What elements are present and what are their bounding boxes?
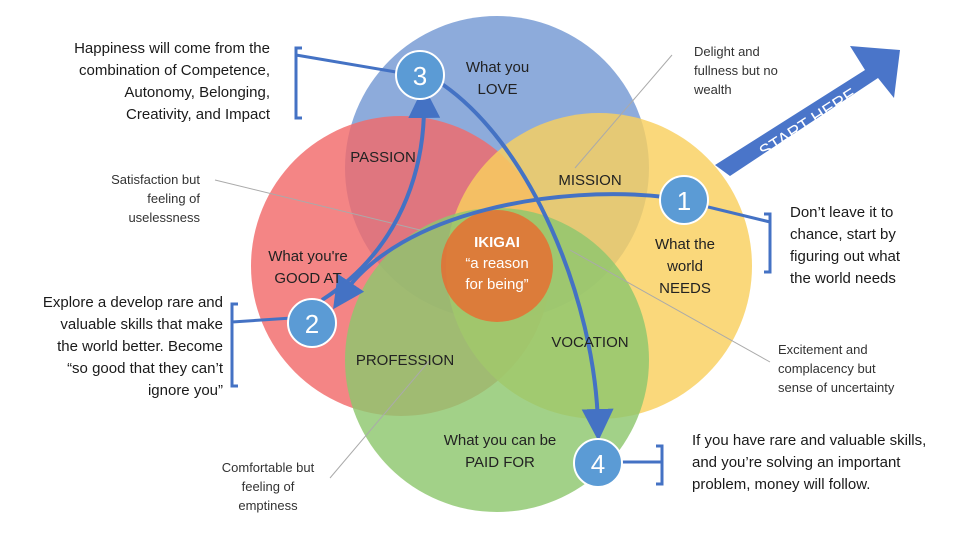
- ikigai-title: IKIGAI: [474, 234, 520, 251]
- leader-comfortable: [329, 359, 431, 479]
- leader-excitement: [569, 249, 771, 363]
- note-line: Delight and: [694, 44, 760, 59]
- label-paid-line1: What you can be: [443, 432, 557, 449]
- label-good-line1: What you're: [268, 248, 348, 265]
- step-4-line: and you’re solving an important: [692, 454, 901, 471]
- arrow-1-to-2: [333, 192, 666, 310]
- note-line: fullness but no: [694, 63, 778, 78]
- badge-2: [287, 298, 337, 348]
- step-4-line: If you have rare and valuable skills,: [692, 432, 927, 449]
- note-excitement: Excitement and complacency but sense of …: [778, 340, 948, 397]
- note-line: wealth: [694, 82, 732, 97]
- ikigai-label: IKIGAI “a reason for being”: [447, 232, 547, 295]
- arrow-2-to-3: [320, 86, 441, 302]
- note-line: feeling of: [147, 191, 200, 206]
- step-3-line: Autonomy, Belonging,: [124, 84, 270, 101]
- label-passion: PASSION: [350, 149, 416, 166]
- note-line: Satisfaction but: [111, 172, 200, 187]
- step-2-line: valuable skills that make: [60, 316, 223, 333]
- arrow-3-to-4: [434, 78, 614, 441]
- note-line: emptiness: [238, 498, 298, 513]
- step-3-line: Happiness will come from the: [74, 40, 270, 57]
- badge-3: [395, 50, 445, 100]
- label-mission: MISSION: [558, 172, 622, 189]
- step-2-line: ignore you”: [147, 382, 223, 399]
- label-love: What you LOVE: [440, 57, 555, 101]
- bracket-step-4: [622, 444, 664, 486]
- badge-3-number: 3: [413, 61, 427, 91]
- note-delight: Delight and fullness but no wealth: [694, 42, 834, 99]
- label-good-line2: GOOD AT: [274, 270, 342, 287]
- step-1-line: figuring out what: [790, 248, 901, 265]
- step-2-text: Explore a develop rare and valuable skil…: [8, 292, 223, 402]
- leader-delight: [574, 54, 673, 169]
- step-2-line: “so good that they can’t: [67, 360, 223, 377]
- badge-4: [573, 438, 623, 488]
- label-love-line2: LOVE: [477, 81, 518, 98]
- ikigai-line2: for being”: [465, 276, 529, 293]
- label-good-at: What you're GOOD AT: [248, 246, 368, 290]
- ikigai-center: [441, 210, 553, 322]
- leader-satisfaction: [214, 179, 421, 231]
- bracket-step-2: [230, 302, 293, 388]
- label-paid-line2: PAID FOR: [465, 454, 535, 471]
- label-needs-line1: What the: [654, 236, 716, 253]
- label-needs: What the world NEEDS: [630, 234, 740, 300]
- label-profession: PROFESSION: [355, 352, 455, 369]
- note-line: Excitement and: [778, 342, 868, 357]
- ikigai-line1: “a reason: [465, 255, 529, 272]
- step-1-text: Don’t leave it to chance, start by figur…: [790, 202, 970, 290]
- label-needs-line2: world: [667, 258, 703, 275]
- note-line: Comfortable but: [221, 460, 315, 475]
- step-3-text: Happiness will come from the combination…: [30, 38, 270, 126]
- note-line: sense of uncertainty: [778, 380, 895, 395]
- badge-1-number: 1: [677, 186, 691, 216]
- label-needs-line3: NEEDS: [659, 280, 711, 297]
- note-line: feeling of: [241, 479, 295, 494]
- step-1-line: the world needs: [790, 270, 896, 287]
- label-vocation: VOCATION: [551, 334, 629, 351]
- badge-4-number: 4: [591, 449, 605, 479]
- step-3-line: combination of Competence,: [79, 62, 270, 79]
- step-3-line: Creativity, and Impact: [126, 106, 270, 123]
- step-2-line: Explore a develop rare and: [42, 294, 223, 311]
- start-here-arrow: [715, 46, 900, 176]
- badge-2-number: 2: [305, 309, 319, 339]
- step-2-line: the world better. Become: [57, 338, 223, 355]
- label-love-line1: What you: [465, 59, 530, 76]
- bracket-step-1: [699, 203, 772, 274]
- step-4-text: If you have rare and valuable skills, an…: [692, 430, 972, 496]
- label-paid-for: What you can be PAID FOR: [420, 430, 580, 474]
- note-line: complacency but: [778, 361, 876, 376]
- step-4-line: problem, money will follow.: [692, 476, 871, 493]
- badge-1: [659, 175, 709, 225]
- note-satisfaction: Satisfaction but feeling of uselessness: [60, 170, 200, 227]
- step-1-line: chance, start by: [790, 226, 896, 243]
- step-1-line: Don’t leave it to: [790, 204, 894, 221]
- note-line: uselessness: [128, 210, 200, 225]
- bracket-step-3: [294, 46, 397, 120]
- note-comfortable: Comfortable but feeling of emptiness: [198, 458, 338, 515]
